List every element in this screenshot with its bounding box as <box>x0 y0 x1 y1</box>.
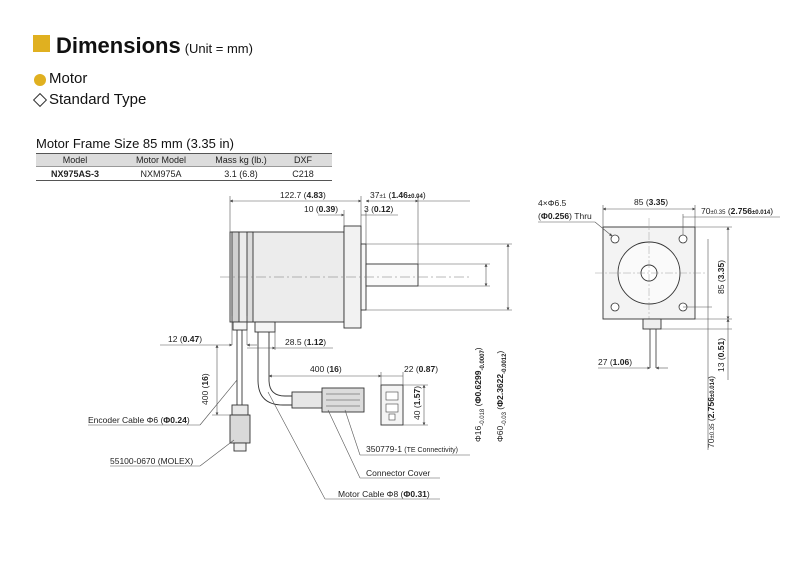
spec-table: Model Motor Model Mass kg (lb.) DXF NX97… <box>36 153 332 181</box>
dim-cable-offset: 27 (1.06) <box>598 357 632 367</box>
dim-shaft-length: 37±1 (1.46±0.04) <box>370 190 426 200</box>
encoder-connector <box>229 414 251 444</box>
callout-molex-connector: 55100-0670 (MOLEX) <box>110 456 193 466</box>
mount-hole-icon <box>610 234 620 244</box>
motor-shaft <box>365 263 419 287</box>
dim-pilot-length: 3 (0.12) <box>364 204 393 214</box>
header-model: Model <box>36 153 114 167</box>
motor-front-view <box>595 218 705 368</box>
callout-encoder-cable: Encoder Cable Φ6 (Φ0.24) <box>88 415 190 425</box>
cell-model: NX975AS-3 <box>36 166 114 181</box>
header-dxf: DXF <box>274 153 332 167</box>
callout-motor-cable: Motor Cable Φ8 (Φ0.31) <box>338 489 430 499</box>
callout-te-connector: 350779-1 (TE Connectivity) <box>366 444 458 454</box>
hole-spec-label: 4×Φ6.5 <box>538 198 567 208</box>
dim-shaft-diameter: Φ16-0.018 (Φ0.6299-0.0007) <box>473 347 486 442</box>
dim-front-width: 85 (3.35) <box>634 197 668 207</box>
table-row: NX975AS-3 NXM975A 3.1 (6.8) C218 <box>36 166 332 181</box>
dim-hole-pitch-side: 70±0.35 (2.756±0.014) <box>706 376 716 448</box>
cell-mass: 3.1 (6.8) <box>208 166 274 181</box>
encoder-cable <box>229 330 251 452</box>
frame-size-title: Motor Frame Size 85 mm (3.35 in) <box>36 136 234 151</box>
motor-bullet-icon <box>34 74 46 86</box>
dim-overall-length: 122.7 (4.83) <box>280 190 326 200</box>
table-header-row: Model Motor Model Mass kg (lb.) DXF <box>36 153 332 167</box>
motor-side-view <box>220 225 470 333</box>
section-marker-square <box>33 35 50 52</box>
unit-label: (Unit = mm) <box>184 41 253 56</box>
mount-hole-icon <box>678 234 688 244</box>
motor-heading: Motor <box>49 70 88 87</box>
cell-dxf[interactable]: C218 <box>274 166 332 181</box>
motor-cable-sleeve <box>291 391 323 409</box>
callout-connector-cover: Connector Cover <box>366 468 430 478</box>
standard-type-heading: Standard Type <box>49 91 147 108</box>
side-dimensions: 122.7 (4.83) 10 (0.39) 3 (0.12) 37±1 (1.… <box>160 190 512 442</box>
encoder-outlet <box>232 321 248 331</box>
header-motor-model: Motor Model <box>114 153 208 167</box>
cell-motor-model: NXM975A <box>114 166 208 181</box>
header-mass: Mass kg (lb.) <box>208 153 274 167</box>
mount-hole-icon <box>610 302 620 312</box>
dim-motor-cable-length: 400 (16) <box>310 364 342 374</box>
dim-connector-height: 40 (1.57) <box>412 386 422 420</box>
motor-cable <box>257 332 404 426</box>
dim-pilot-diameter: Φ60-0.03 (Φ2.3622-0.0012) <box>495 351 508 442</box>
hole-spec-inch: (Φ0.256) Thru <box>538 211 592 221</box>
dim-flange-thickness: 10 (0.39) <box>304 204 338 214</box>
callouts: Encoder Cable Φ6 (Φ0.24) 55100-0670 (MOL… <box>88 379 470 500</box>
dim-connector-width: 22 (0.87) <box>404 364 438 374</box>
page-title: Dimensions(Unit = mm) <box>56 33 253 59</box>
motor-outlet <box>254 321 276 333</box>
dim-encoder-offset: 12 (0.47) <box>168 334 202 344</box>
front-dimensions: 85 (3.35) 70±0.35 (2.756±0.014) 4×Φ6.5 (… <box>538 197 780 450</box>
encoder-connector-boot <box>231 404 249 416</box>
dim-hole-pitch-top: 70±0.35 (2.756±0.014) <box>701 206 773 216</box>
dim-front-height: 85 (3.35) <box>716 260 726 294</box>
dim-outlet-height: 13 (0.51) <box>716 338 726 372</box>
dim-motor-cable-offset: 28.5 (1.12) <box>285 337 326 347</box>
page-title-text: Dimensions <box>56 33 181 58</box>
dim-encoder-cable-length: 400 (16) <box>200 373 210 405</box>
